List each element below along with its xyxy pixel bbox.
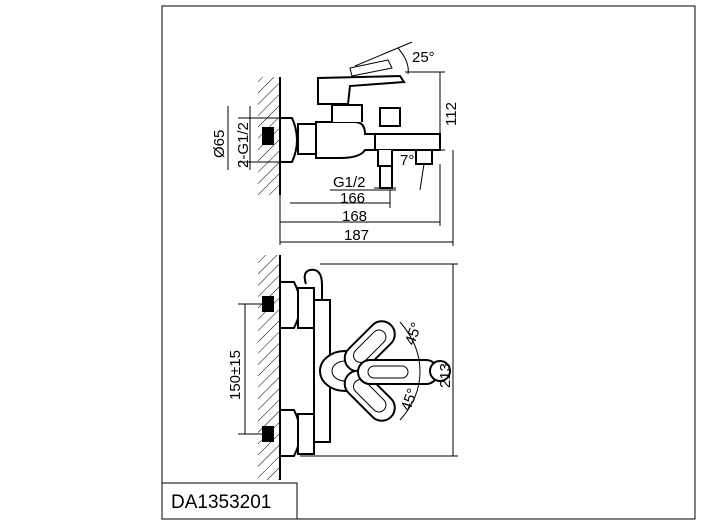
angle-spout-label: 7° <box>400 152 414 169</box>
thread-inlet-label: 2-G1/2 <box>235 122 252 168</box>
shower-outlet-thread <box>379 165 393 189</box>
angle-arc-lower <box>399 370 421 421</box>
front-view: 45° 45° 150±15 213 <box>227 255 458 480</box>
spout-flow-line <box>419 163 425 191</box>
lever-end <box>429 360 451 382</box>
part-code: DA1353201 <box>171 492 271 513</box>
diameter-label: Ø65 <box>211 130 228 158</box>
length-1-label: 166 <box>340 190 365 207</box>
shower-outlet <box>377 150 393 167</box>
lever-angle-line <box>354 41 413 67</box>
eccentric-nut <box>297 123 317 155</box>
lever-handle <box>317 74 406 105</box>
shower-hook <box>303 268 323 300</box>
angle-lower-label: 45° <box>398 386 422 413</box>
diverter-knob <box>379 107 401 127</box>
lever-raised-position <box>349 59 393 77</box>
angle-top-label: 25° <box>412 49 435 66</box>
length-3-label: 187 <box>344 227 369 244</box>
center-distance-label: 150±15 <box>227 350 244 400</box>
upper-connector <box>262 296 274 312</box>
length-2-label: 168 <box>342 208 367 225</box>
height-label: 112 <box>443 102 460 126</box>
lever-lower <box>343 369 396 422</box>
upper-eccentric <box>297 287 315 329</box>
angle-arc-upper <box>399 321 421 372</box>
cartridge-neck <box>331 104 363 122</box>
front-height-label: 213 <box>437 363 454 388</box>
lower-eccentric <box>297 413 315 455</box>
wall-hatch-bottom <box>258 255 280 480</box>
side-view: 25° 7° 112 Ø65 2-G1/2 G1/2 166 <box>211 41 460 246</box>
inlet-connector <box>262 127 274 145</box>
spout <box>374 133 441 151</box>
sheet-border <box>161 5 696 520</box>
spout-aerator <box>415 149 433 165</box>
thread-outlet-label: G1/2 <box>333 174 366 191</box>
mixer-body <box>315 121 376 159</box>
lever-upper <box>343 320 396 373</box>
title-box <box>161 482 298 520</box>
lower-connector <box>262 426 274 442</box>
lever-center <box>357 359 439 385</box>
angle-upper-label: 45° <box>402 320 426 347</box>
escutcheon <box>279 117 298 163</box>
angle-arc-top <box>397 47 409 75</box>
